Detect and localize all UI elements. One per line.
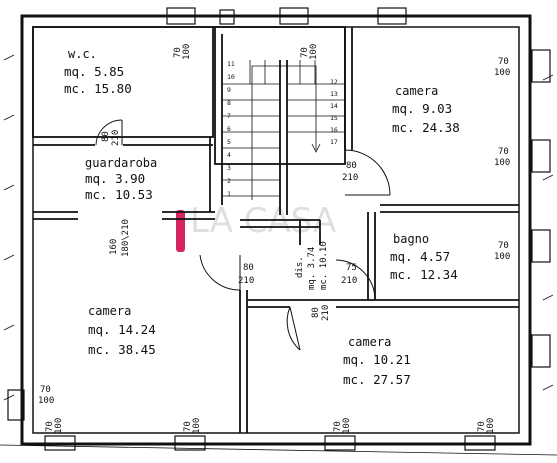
window-bot2-b: 100	[192, 418, 202, 434]
watermark: LA CASA	[190, 201, 336, 241]
door-center-a: 80	[243, 263, 254, 273]
window-marks	[7, 7, 551, 451]
stair-step-number: 7	[227, 112, 231, 120]
wc-name: w.c.	[68, 47, 97, 61]
site-hatch	[0, 54, 557, 456]
stair-step-number: 11	[227, 60, 235, 68]
window-bot4-a: 70	[477, 421, 487, 432]
window-right2-b: 100	[494, 158, 510, 168]
stair-step-number: 17	[330, 138, 338, 146]
guardaroba-name: guardaroba	[85, 156, 157, 170]
door-bagno-b: 210	[341, 276, 357, 286]
window-bot1-a: 70	[45, 421, 55, 432]
bagno-name: bagno	[393, 232, 429, 246]
camera-ne-mc: mc. 24.38	[392, 120, 460, 135]
camera-se-mc: mc. 27.57	[343, 372, 411, 387]
window-bot4-b: 100	[486, 418, 496, 434]
window-top2-a: 70	[300, 47, 310, 58]
door-wc-b: 210	[111, 130, 121, 146]
stair-step-number: 1	[227, 190, 231, 198]
door-hall-a: 80	[346, 161, 357, 171]
window-bot3-a: 70	[333, 421, 343, 432]
wc-mq: mq. 5.85	[64, 64, 124, 79]
window-top1-b: 100	[182, 44, 192, 60]
door-swings	[95, 119, 391, 351]
stair-step-number: 2	[227, 177, 231, 185]
window-right3-a: 70	[498, 241, 509, 251]
stair-step-number: 15	[330, 114, 338, 122]
stair-step-number: 5	[227, 138, 231, 146]
window-bot3-b: 100	[342, 418, 352, 434]
bagno-mc: mc. 12.34	[390, 267, 458, 282]
guardaroba-mq: mq. 3.90	[85, 171, 145, 186]
stair-step-number: 3	[227, 164, 231, 172]
stair-step-number: 9	[227, 86, 231, 94]
stair-step-number: 14	[330, 102, 338, 110]
window-right1-a: 70	[498, 57, 509, 67]
guardaroba-mc: mc. 10.53	[85, 187, 153, 202]
door-wardrobe-b: 180\210	[121, 219, 131, 257]
camera-w-mc: mc. 38.45	[88, 342, 156, 357]
dis-label: dis.	[295, 256, 305, 278]
window-top2-b: 100	[309, 44, 319, 60]
camera-w-name: camera	[88, 304, 131, 318]
door-hall-b: 210	[342, 173, 358, 183]
stair-step-number: 8	[227, 99, 231, 107]
door-wc-a: 80	[101, 131, 111, 142]
door-se-a: 80	[311, 307, 321, 318]
watermark-mark	[176, 210, 185, 252]
stair-step-number: 12	[330, 78, 338, 86]
window-top1-a: 70	[173, 47, 183, 58]
door-wardrobe-a: 160	[109, 239, 119, 255]
window-left-a: 70	[40, 385, 51, 395]
door-bagno-a: 75	[346, 263, 357, 273]
camera-w-mq: mq. 14.24	[88, 322, 156, 337]
door-se-b: 210	[321, 305, 331, 321]
door-center-b: 210	[238, 276, 254, 286]
window-right2-a: 70	[498, 147, 509, 157]
stair-step-number: 6	[227, 125, 231, 133]
window-bot2-a: 70	[183, 421, 193, 432]
window-bot1-b: 100	[54, 418, 64, 434]
bagno-mq: mq. 4.57	[390, 249, 450, 264]
stair-step-number: 4	[227, 151, 231, 159]
window-right1-b: 100	[494, 68, 510, 78]
interior-walls	[32, 26, 519, 433]
camera-ne-mq: mq. 9.03	[392, 101, 452, 116]
window-left-b: 100	[38, 396, 54, 406]
window-right3-b: 100	[494, 252, 510, 262]
dis-mc: mc. 10.10	[319, 241, 329, 290]
stair-step-number: 16	[330, 126, 338, 134]
stair-step-number: 10	[227, 73, 235, 81]
camera-ne-name: camera	[395, 84, 438, 98]
stair-step-number: 13	[330, 90, 338, 98]
camera-se-mq: mq. 10.21	[343, 352, 411, 367]
stair-treads	[222, 60, 345, 200]
camera-se-name: camera	[348, 335, 391, 349]
outer-wall-outer	[20, 14, 532, 446]
wc-mc: mc. 15.80	[64, 81, 132, 96]
dis-mq: mq. 3.74	[307, 247, 317, 290]
